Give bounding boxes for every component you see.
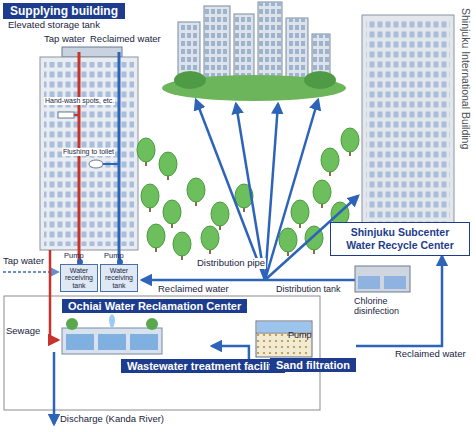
connector-label: Reclaimed water: [394, 349, 467, 360]
header-band: Supplying building: [3, 3, 125, 19]
node-text: Ochiai Water Reclamation Center: [62, 299, 247, 313]
label-text: Reclaimed water: [90, 34, 161, 45]
facility-box: Shinjuku Subcenter Water Recycle Center: [330, 222, 470, 256]
plant-panel: [4, 296, 320, 410]
label-text: Tap water: [3, 256, 44, 267]
building-name: Shinjuku International Building: [460, 8, 472, 149]
node-text: Wastewater treatment facility: [121, 359, 285, 373]
label-text: Distribution tank: [276, 284, 341, 294]
shinjuku-international-building: [362, 15, 454, 227]
discharge-pipe: [53, 352, 56, 424]
treatment-tanks: [62, 314, 162, 354]
label-text: Flushing to toilet: [62, 148, 115, 156]
label-text: Hand-wash spots, etc.: [44, 97, 115, 105]
label-text: Chlorine disinfection: [354, 296, 412, 317]
receiving-tank: Water receiving tank: [60, 264, 98, 292]
label-text: Discharge (Kanda River): [60, 414, 164, 425]
node-text: Supplying building: [10, 4, 118, 18]
city-skyline: [162, 2, 346, 101]
label-text: Reclaimed water: [158, 284, 229, 295]
node-text: Shinjuku Subcenter Water Recycle Center: [336, 226, 464, 252]
label-text: Elevated storage tank: [8, 20, 100, 31]
label-text: Pump: [104, 252, 124, 261]
sewage-pipe: [50, 250, 58, 340]
label-text: Pump: [288, 330, 312, 340]
node-text: Water receiving tank: [62, 267, 96, 289]
trees: [137, 128, 359, 260]
facility-label-node: Wastewater treatment facility: [62, 358, 286, 374]
node-text: Water receiving tank: [102, 267, 136, 289]
label-text: Sewage: [6, 326, 40, 337]
label-text: Pump: [64, 252, 84, 261]
sand-filter-node: Sand filtration: [212, 320, 356, 372]
distribution-pipes: [142, 100, 358, 280]
distribution-tank: [355, 266, 410, 292]
node-text: Sand filtration: [270, 358, 356, 372]
plant-panel-node: Ochiai Water Reclamation CenterWastewate…: [4, 296, 360, 410]
supplying-building: [40, 47, 138, 264]
label-text: Distribution pipe: [196, 258, 266, 269]
label-text: Tap water: [44, 34, 85, 45]
receiving-tank: Water receiving tank: [100, 264, 138, 292]
